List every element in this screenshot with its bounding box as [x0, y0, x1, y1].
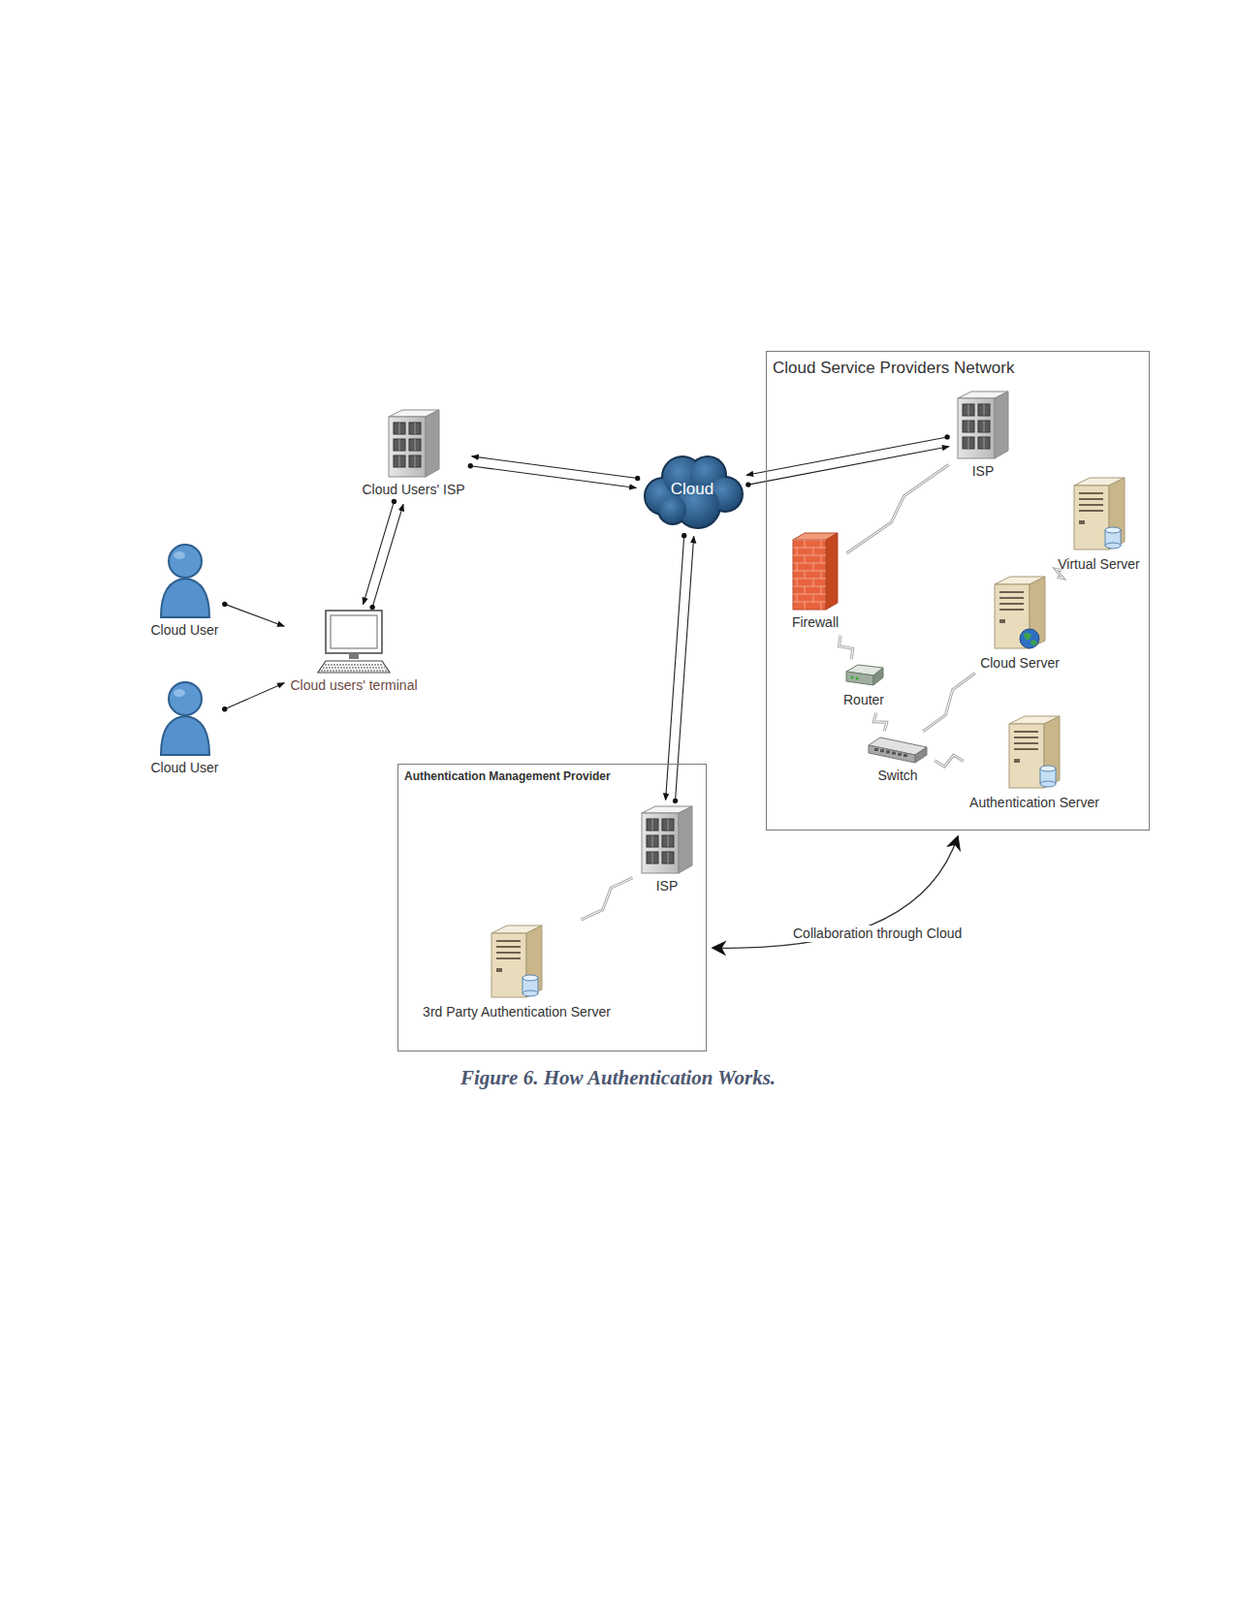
- tower-icon: [637, 803, 697, 876]
- device-label: ISP: [950, 463, 1015, 480]
- server-node: Authentication Server: [966, 712, 1103, 814]
- data-arrow: [665, 536, 685, 801]
- figure-caption: Figure 6. How Authentication Works.: [0, 1066, 1236, 1091]
- device-label: Router: [837, 692, 890, 709]
- monitor-icon: [316, 608, 392, 675]
- wireless-link: [934, 755, 964, 767]
- firewall-node: Firewall: [786, 528, 845, 634]
- data-arrow: [748, 446, 950, 485]
- data-arrow: [470, 466, 636, 489]
- router-icon: [840, 662, 888, 690]
- data-arrow: [372, 504, 404, 607]
- device-label: Cloud User: [147, 622, 222, 639]
- sw-node: Switch: [863, 733, 932, 787]
- region-heading: Authentication Management Provider: [398, 764, 706, 789]
- tower-icon: [953, 388, 1013, 461]
- sw-icon: [866, 733, 929, 765]
- globe-icon: [990, 572, 1049, 653]
- provider-region: Authentication Management ProviderISP 3rd…: [397, 763, 707, 1052]
- device-label: Firewall: [786, 614, 845, 632]
- device-label: Cloud users' terminal: [286, 677, 421, 695]
- tower-node: ISP: [950, 388, 1015, 482]
- globe-node: Cloud Server: [977, 572, 1063, 674]
- device-label: Cloud User: [147, 760, 222, 777]
- tower-node: Cloud Users' ISP: [358, 407, 469, 501]
- user-icon: [155, 675, 216, 758]
- data-arrow: [224, 603, 285, 627]
- cloud-shape: Cloud: [639, 447, 745, 534]
- cloud-label: Cloud: [639, 480, 745, 498]
- device-label: Switch: [863, 767, 932, 785]
- server-node: 3rd Party Authentication Server: [419, 921, 614, 1023]
- server-icon: [1005, 712, 1064, 793]
- wireless-link: [580, 878, 633, 920]
- wireless-link-core: [580, 878, 633, 920]
- firewall-icon: [789, 528, 842, 612]
- server-icon: [487, 921, 546, 1002]
- wireless-link-core: [873, 713, 887, 732]
- device-label: Virtual Server: [1054, 556, 1143, 573]
- data-arrow: [472, 456, 638, 479]
- wireless-link-core: [839, 635, 854, 661]
- user-node: Cloud User: [147, 538, 222, 641]
- device-label: 3rd Party Authentication Server: [419, 1004, 614, 1021]
- server-icon: [1070, 474, 1129, 554]
- wireless-link-core: [934, 755, 964, 767]
- data-arrow: [675, 536, 695, 801]
- region-heading: Cloud Service Providers Network: [766, 351, 1149, 385]
- device-label: Cloud Server: [977, 655, 1063, 672]
- data-arrow: [224, 683, 286, 710]
- user-icon: [155, 538, 216, 620]
- wireless-link: [839, 635, 854, 661]
- data-arrow: [746, 437, 948, 476]
- wireless-link: [846, 465, 949, 554]
- wireless-link: [873, 713, 887, 732]
- provider-region: Cloud Service Providers NetworkISP Firewa…: [765, 350, 1150, 831]
- server-node: Virtual Server: [1054, 474, 1143, 575]
- router-node: Router: [837, 662, 890, 711]
- wireless-link-core: [846, 465, 949, 554]
- monitor-node: Cloud users' terminal: [286, 608, 421, 697]
- device-label: Authentication Server: [966, 794, 1103, 812]
- wireless-link-core: [922, 672, 976, 731]
- wireless-link: [922, 672, 976, 731]
- device-label: ISP: [634, 878, 699, 895]
- data-arrow: [363, 501, 395, 604]
- tower-icon: [384, 407, 444, 479]
- edge-label: Collaboration through Cloud: [790, 925, 965, 943]
- user-node: Cloud User: [147, 675, 222, 779]
- device-label: Cloud Users' ISP: [358, 481, 469, 499]
- tower-node: ISP: [634, 803, 699, 897]
